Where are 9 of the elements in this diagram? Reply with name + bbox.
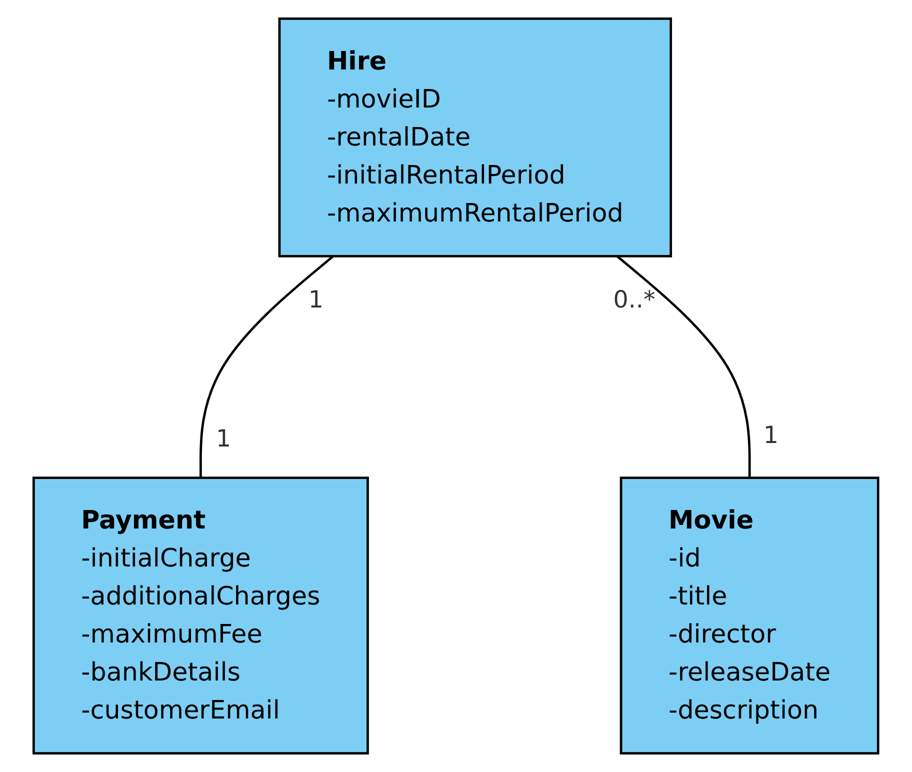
multiplicity-label: 1 — [764, 420, 779, 449]
multiplicity-label: 0..* — [613, 285, 656, 314]
class-box: Hire -movieID -rentalDate -initialRentalPeriod -maximumRentalPeriod — [278, 17, 672, 258]
association-line — [616, 255, 751, 478]
multiplicity-label: 1 — [216, 424, 232, 452]
association-line — [200, 255, 334, 478]
class-box: Payment -initialCharge -additionalCharges -maximumFee -bankDetails -customerEmail — [32, 476, 370, 754]
multiplicity-label: 1 — [308, 285, 324, 314]
class-box: Movie -id -title -director -releaseDate -description — [620, 476, 880, 754]
